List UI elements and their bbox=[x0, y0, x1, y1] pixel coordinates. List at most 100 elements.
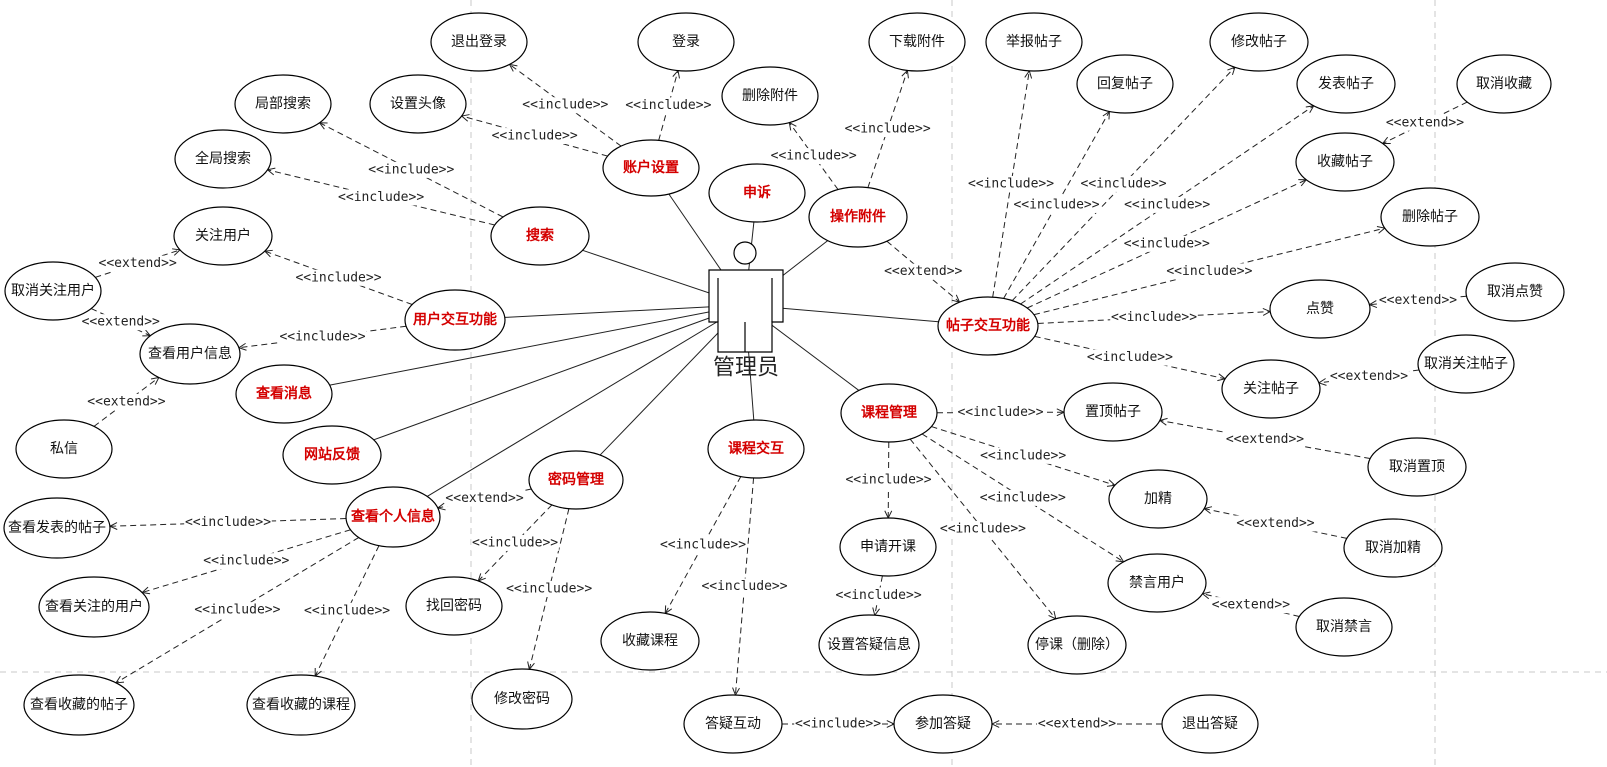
use-case-view-followed-users[interactable]: 查看关注的用户 bbox=[38, 576, 150, 638]
use-case-label: 登录 bbox=[672, 34, 700, 50]
use-case-like[interactable]: 点赞 bbox=[1269, 279, 1371, 339]
actor-head bbox=[733, 241, 757, 265]
stereotype-bg bbox=[294, 269, 383, 286]
use-case-ellipse bbox=[471, 668, 573, 730]
use-case-private-msg[interactable]: 私信 bbox=[15, 419, 113, 479]
stereotype-label: <<extend>> bbox=[1330, 369, 1408, 384]
use-case-change-pwd[interactable]: 修改密码 bbox=[471, 668, 573, 730]
use-case-label: 课程管理 bbox=[861, 404, 917, 421]
use-case-view-my-posts[interactable]: 查看发表的帖子 bbox=[3, 497, 111, 559]
use-case-ban-user[interactable]: 禁言用户 bbox=[1107, 553, 1207, 613]
use-case-appeal[interactable]: 申诉 bbox=[708, 163, 806, 223]
use-case-follow-post[interactable]: 关注帖子 bbox=[1221, 359, 1321, 419]
stereotype-bg bbox=[834, 587, 923, 604]
use-case-delete-post[interactable]: 删除帖子 bbox=[1380, 187, 1480, 247]
association-view_personal_info bbox=[426, 304, 746, 497]
use-case-cancel-fav[interactable]: 取消收藏 bbox=[1456, 54, 1552, 114]
use-case-ellipse bbox=[683, 694, 783, 754]
use-case-password-mgmt[interactable]: 密码管理 bbox=[528, 450, 624, 510]
use-case-fav-post[interactable]: 收藏帖子 bbox=[1295, 132, 1395, 192]
use-case-course-interaction[interactable]: 课程交互 bbox=[707, 419, 805, 479]
use-case-site-feedback[interactable]: 网站反馈 bbox=[282, 425, 382, 485]
use-case-ellipse bbox=[1295, 132, 1395, 192]
use-case-unban[interactable]: 取消禁言 bbox=[1295, 597, 1393, 657]
association-site_feedback bbox=[373, 304, 746, 441]
use-case-view-fav-courses[interactable]: 查看收藏的课程 bbox=[246, 674, 356, 736]
use-case-ellipse bbox=[3, 497, 111, 559]
use-case-user-interaction[interactable]: 用户交互功能 bbox=[404, 289, 506, 351]
use-case-pin-post[interactable]: 置顶帖子 bbox=[1063, 382, 1163, 442]
use-case-feature[interactable]: 加精 bbox=[1108, 469, 1208, 529]
stereotype-bg bbox=[769, 148, 858, 165]
use-case-unfeature[interactable]: 取消加精 bbox=[1343, 518, 1443, 578]
use-case-view-personal-info[interactable]: 查看个人信息 bbox=[345, 486, 441, 548]
use-case-ellipse bbox=[840, 383, 938, 443]
use-case-ellipse bbox=[528, 450, 624, 510]
actor-administrator[interactable]: 管理员 bbox=[708, 241, 784, 381]
use-case-quit-qa[interactable]: 退出答疑 bbox=[1161, 694, 1259, 754]
use-case-publish-post[interactable]: 发表帖子 bbox=[1296, 54, 1396, 114]
use-case-ellipse bbox=[1108, 469, 1208, 529]
stereotype-bg bbox=[979, 447, 1067, 464]
use-case-apply-course[interactable]: 申请开课 bbox=[839, 517, 937, 577]
use-case-course-mgmt[interactable]: 课程管理 bbox=[840, 383, 938, 443]
relationship-course_interaction-qa_interaction bbox=[734, 477, 755, 696]
use-case-set-qa-info[interactable]: 设置答疑信息 bbox=[818, 614, 920, 676]
relationship-course_mgmt-feature bbox=[931, 426, 1116, 486]
use-case-login[interactable]: 登录 bbox=[637, 12, 735, 72]
association-user_interaction bbox=[504, 304, 746, 318]
stereotype-bg bbox=[1086, 349, 1174, 366]
arrowhead-attachment_ops-download_attachment bbox=[901, 69, 909, 79]
arrowhead-account_settings-logout bbox=[508, 63, 518, 72]
use-case-cancel-like[interactable]: 取消点赞 bbox=[1465, 262, 1565, 322]
stereotype-bg bbox=[1123, 196, 1211, 213]
stereotype-bg bbox=[843, 121, 932, 138]
use-case-recover-pwd[interactable]: 找回密码 bbox=[405, 576, 503, 636]
use-case-unpin[interactable]: 取消置顶 bbox=[1367, 437, 1467, 497]
stereotype-bg bbox=[956, 404, 1045, 421]
use-case-reply-post[interactable]: 回复帖子 bbox=[1076, 54, 1174, 114]
arrowhead-search-local_search bbox=[318, 122, 328, 130]
use-case-delete-attachment[interactable]: 删除附件 bbox=[721, 66, 819, 126]
use-case-ellipse bbox=[1269, 279, 1371, 339]
use-case-search[interactable]: 搜索 bbox=[490, 206, 590, 266]
use-case-view-messages[interactable]: 查看消息 bbox=[235, 364, 333, 424]
stereotype-bg bbox=[1122, 235, 1211, 252]
use-case-view-user-info[interactable]: 查看用户信息 bbox=[139, 323, 241, 385]
use-case-download-attachment[interactable]: 下载附件 bbox=[868, 12, 966, 72]
use-case-report-post[interactable]: 举报帖子 bbox=[985, 12, 1083, 72]
use-case-view-fav-posts[interactable]: 查看收藏的帖子 bbox=[23, 674, 135, 736]
use-case-label: 关注帖子 bbox=[1243, 381, 1299, 397]
use-case-local-search[interactable]: 局部搜索 bbox=[234, 74, 332, 134]
stereotype-bg bbox=[337, 189, 425, 206]
use-case-join-qa[interactable]: 参加答疑 bbox=[893, 694, 993, 754]
relationship-post_interaction-like bbox=[1037, 311, 1271, 324]
use-case-suspend-course[interactable]: 停课（删除） bbox=[1027, 615, 1127, 675]
use-case-post-interaction[interactable]: 帖子交互功能 bbox=[937, 296, 1039, 356]
stereotype-label: <<include>> bbox=[1124, 236, 1210, 251]
stereotype-bg bbox=[1225, 431, 1305, 448]
use-case-follow-user[interactable]: 关注用户 bbox=[173, 206, 273, 266]
stereotype-bg bbox=[1012, 196, 1101, 213]
use-case-label: 查看关注的用户 bbox=[45, 598, 143, 615]
arrowhead-course_interaction-fav_course bbox=[664, 605, 673, 615]
use-case-ellipse bbox=[721, 66, 819, 126]
use-case-unfollow-post[interactable]: 取消关注帖子 bbox=[1417, 334, 1515, 394]
use-case-fav-course[interactable]: 收藏课程 bbox=[600, 611, 700, 671]
use-case-logout[interactable]: 退出登录 bbox=[430, 12, 528, 72]
use-case-account-settings[interactable]: 账户设置 bbox=[602, 139, 700, 197]
use-case-label: 查看用户信息 bbox=[148, 345, 232, 362]
arrowhead-post_interaction-fav_post bbox=[1298, 179, 1308, 187]
use-case-unfollow-user[interactable]: 取消关注用户 bbox=[4, 261, 102, 321]
use-case-edit-post[interactable]: 修改帖子 bbox=[1209, 12, 1309, 72]
use-case-set-avatar[interactable]: 设置头像 bbox=[369, 74, 467, 134]
use-case-label: 下载附件 bbox=[889, 34, 945, 50]
stereotype-bg bbox=[1328, 368, 1409, 385]
stereotype-bg bbox=[80, 314, 161, 331]
use-case-global-search[interactable]: 全局搜索 bbox=[174, 129, 272, 189]
stereotype-bg bbox=[367, 161, 456, 178]
use-case-attachment-ops[interactable]: 操作附件 bbox=[808, 186, 908, 248]
use-case-qa-interaction[interactable]: 答疑互动 bbox=[683, 694, 783, 754]
stereotype-bg bbox=[1165, 263, 1254, 280]
use-case-ellipse bbox=[1343, 518, 1443, 578]
